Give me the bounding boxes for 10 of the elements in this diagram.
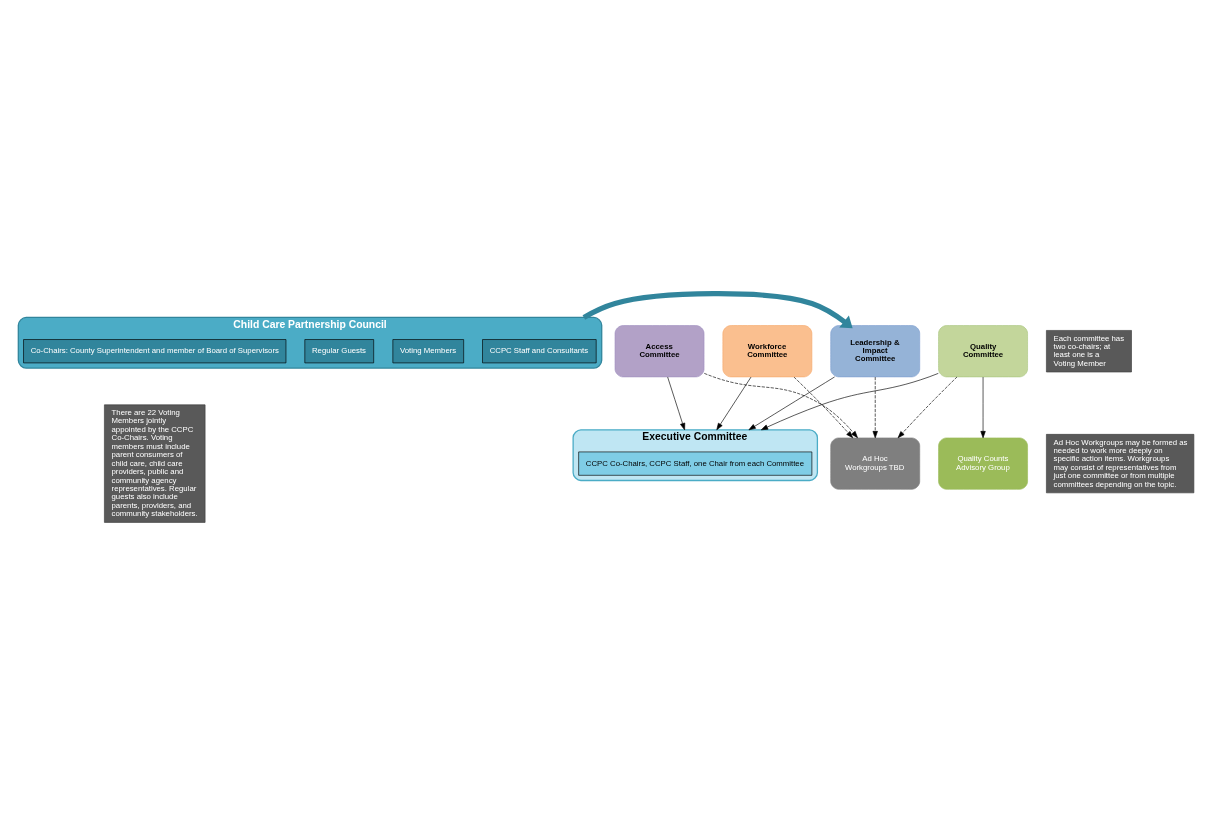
arrow [980,376,986,438]
arrow [872,376,878,438]
arrow [760,372,939,430]
arrow [582,290,853,328]
arrow [667,376,686,430]
arrow [716,376,752,430]
arrow [748,376,835,430]
arrow [897,376,958,438]
arrow [703,372,858,438]
arrow [793,376,854,438]
